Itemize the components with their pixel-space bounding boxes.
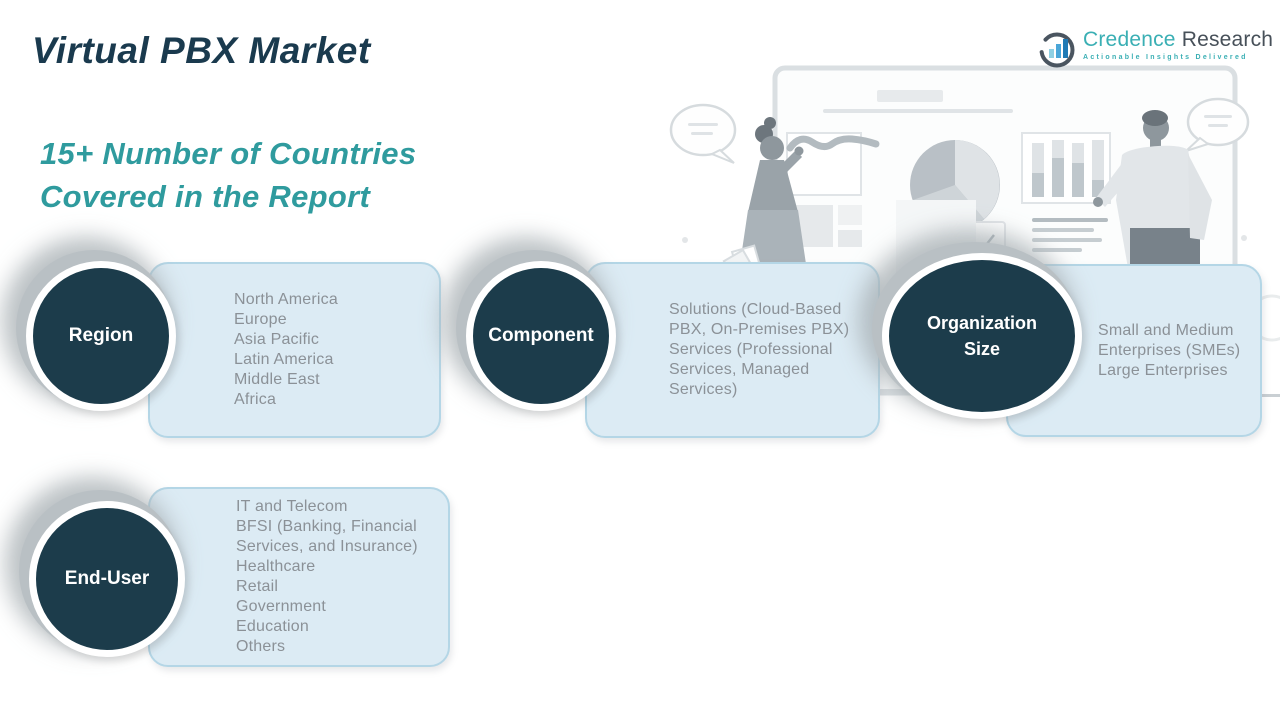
segment-item: Latin America — [234, 351, 334, 368]
end-user-circle: End-User — [29, 501, 185, 657]
segment-item: Others — [236, 638, 286, 655]
brand-secondary: Research — [1181, 28, 1274, 51]
segment-item: Middle East — [234, 371, 320, 388]
organization-size-circle: Organization Size — [882, 253, 1082, 419]
subtitle: 15+ Number of Countries Covered in the R… — [40, 136, 417, 214]
segment-item: North America — [234, 291, 338, 308]
segment-item: Large Enterprises — [1098, 361, 1228, 379]
segment-item: Asia Pacific — [234, 331, 320, 348]
region-circle: Region — [26, 261, 176, 411]
organization-size-items: Small and Medium Enterprises (SMEs) Large… — [1098, 321, 1250, 381]
segment-item: Africa — [234, 391, 277, 408]
page-title: Virtual PBX Market — [32, 30, 371, 71]
component-items: Solutions (Cloud-Based PBX, On-Premises … — [669, 300, 869, 400]
segment-item: Healthcare — [236, 558, 316, 575]
segment-item: Retail — [236, 578, 279, 595]
brand-tagline: Actionable Insights Delivered — [1083, 54, 1248, 61]
segment-item: BFSI (Banking, Financial Services, and I… — [236, 518, 418, 555]
end-user-circle-label: End-User — [64, 568, 150, 589]
component-card: Solutions (Cloud-Based PBX, On-Premises … — [585, 262, 880, 438]
speech-bubble-left — [669, 103, 737, 164]
component-circle-label: Component — [488, 325, 594, 346]
bar-chart-circle-icon — [1039, 32, 1075, 68]
segment-item: Solutions (Cloud-Based PBX, On-Premises … — [669, 301, 850, 338]
logo-text: Credence Research Actionable Insights De… — [1083, 28, 1273, 61]
segment-item: Small and Medium Enterprises (SMEs) — [1098, 321, 1241, 359]
speech-bubble-right — [1185, 97, 1250, 152]
organization-size-circle-label: Organization Size — [926, 313, 1037, 359]
segment-item: Europe — [234, 311, 287, 328]
brand-primary: Credence — [1083, 28, 1176, 51]
bar-chart-panel — [1021, 132, 1111, 204]
logo: Credence Research Actionable Insights De… — [1038, 28, 1273, 70]
brand-name: Credence Research — [1083, 28, 1273, 52]
segment-item: Education — [236, 618, 309, 635]
segment-item: IT and Telecom — [236, 498, 348, 515]
region-circle-label: Region — [68, 325, 134, 346]
component-circle: Component — [466, 261, 616, 411]
segment-item: Services (Professional Services, Managed… — [669, 341, 833, 398]
segment-item: Government — [236, 598, 327, 615]
